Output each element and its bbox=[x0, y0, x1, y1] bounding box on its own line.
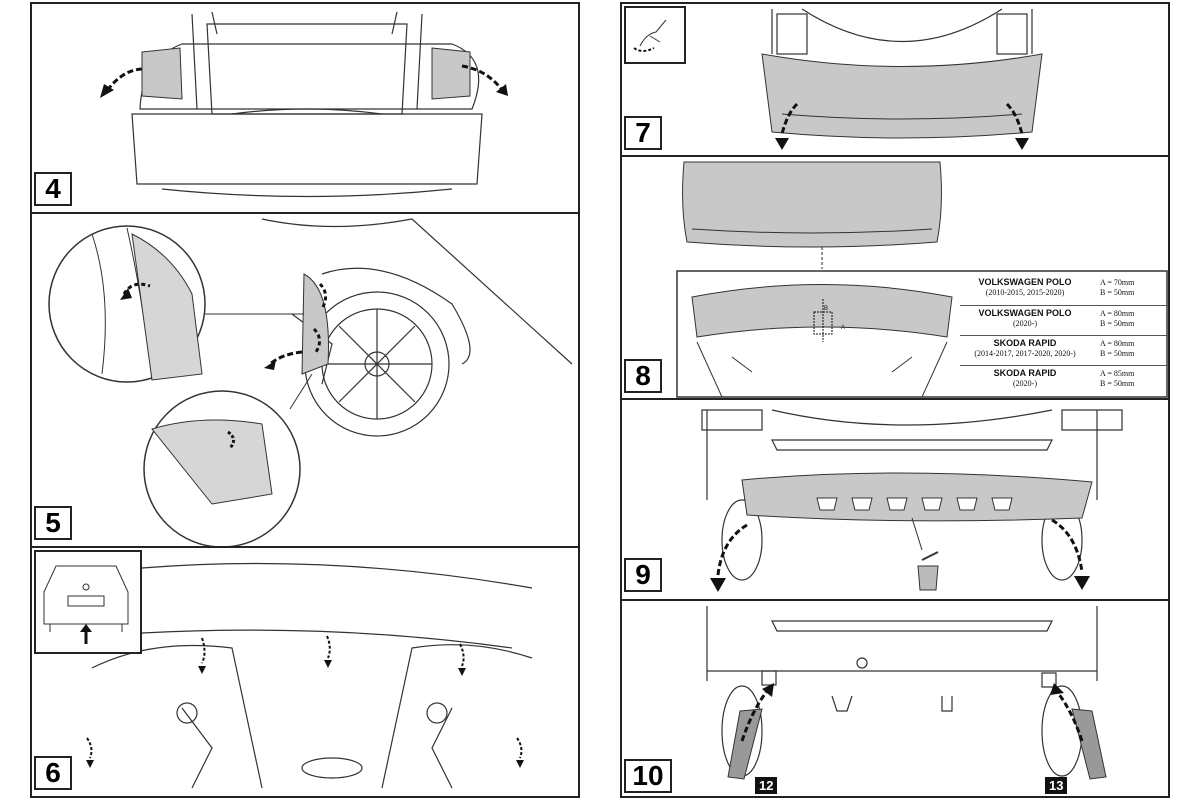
panel-step-10: 12 13 10 bbox=[620, 599, 1170, 798]
part-tag-right: 13 bbox=[1045, 777, 1068, 794]
step-number: 9 bbox=[624, 558, 662, 592]
spec-dim-b: B = 50mm bbox=[1100, 379, 1135, 388]
step-number: 8 bbox=[624, 359, 662, 393]
dimension-b-label: B bbox=[824, 306, 828, 312]
step-number: 10 bbox=[624, 759, 672, 793]
spec-dim-b: B = 50mm bbox=[1100, 319, 1135, 328]
spec-row: VOLKSWAGEN POLO (2020-) A = 80mm B = 50m… bbox=[960, 305, 1168, 336]
spec-dim-a: A = 80mm bbox=[1100, 309, 1135, 318]
spec-years: (2010-2015, 2015-2020) bbox=[985, 288, 1065, 297]
spec-model: VOLKSWAGEN POLO bbox=[978, 308, 1072, 318]
spec-years: (2020-) bbox=[1013, 319, 1037, 328]
illustration-remove-screws-under-bumper bbox=[86, 562, 533, 789]
rotate-arrow-icon bbox=[633, 47, 655, 52]
panel-step-5: 5 bbox=[30, 212, 580, 548]
step-number: 4 bbox=[34, 172, 72, 206]
panel-step-8: B A VOLKSWAGEN POLO (2010-2015, 2015-202… bbox=[620, 155, 1170, 400]
panel-step-9: 9 bbox=[620, 398, 1170, 601]
spec-dim-a: A = 70mm bbox=[1100, 278, 1135, 287]
step-number: 6 bbox=[34, 756, 72, 790]
inset-tool-hint bbox=[624, 6, 686, 64]
step-number: 5 bbox=[34, 506, 72, 540]
trash-bin-icon bbox=[917, 551, 939, 591]
dimension-a-label: A bbox=[841, 325, 845, 331]
spec-model: SKODA RAPID bbox=[993, 368, 1057, 378]
spec-years: (2014-2017, 2017-2020, 2020-) bbox=[974, 349, 1076, 358]
inset-view-direction bbox=[34, 550, 142, 654]
panel-step-4: 4 bbox=[30, 2, 580, 214]
spec-row: SKODA RAPID (2014-2017, 2017-2020, 2020-… bbox=[960, 335, 1168, 366]
panel-step-6: 6 bbox=[30, 546, 580, 798]
illustration-cutting-guide: B A bbox=[676, 161, 1168, 398]
illustration-remove-rear-bumper bbox=[761, 8, 1043, 150]
step-number: 7 bbox=[624, 116, 662, 150]
spec-model: VOLKSWAGEN POLO bbox=[978, 277, 1072, 287]
spec-row: SKODA RAPID (2020-) A = 85mm B = 50mm bbox=[960, 365, 1168, 396]
part-tag-left: 12 bbox=[755, 777, 778, 794]
spec-row: VOLKSWAGEN POLO (2010-2015, 2015-2020) A… bbox=[960, 275, 1168, 305]
illustration-install-splash-guards bbox=[706, 606, 1107, 780]
illustration-remove-tail-lights bbox=[100, 11, 508, 198]
spec-dim-a: A = 85mm bbox=[1100, 369, 1135, 378]
spec-years: (2020-) bbox=[1013, 379, 1037, 388]
illustration-remove-wheel-arch-liner bbox=[48, 218, 573, 546]
spec-table: VOLKSWAGEN POLO (2010-2015, 2015-2020) A… bbox=[960, 275, 1168, 397]
illustration-remove-diffuser bbox=[701, 409, 1123, 592]
spec-dim-b: B = 50mm bbox=[1100, 349, 1135, 358]
spec-model: SKODA RAPID bbox=[993, 338, 1057, 348]
spec-dim-b: B = 50mm bbox=[1100, 288, 1135, 297]
spec-dim-a: A = 80mm bbox=[1100, 339, 1135, 348]
panel-step-7: 7 bbox=[620, 2, 1170, 157]
